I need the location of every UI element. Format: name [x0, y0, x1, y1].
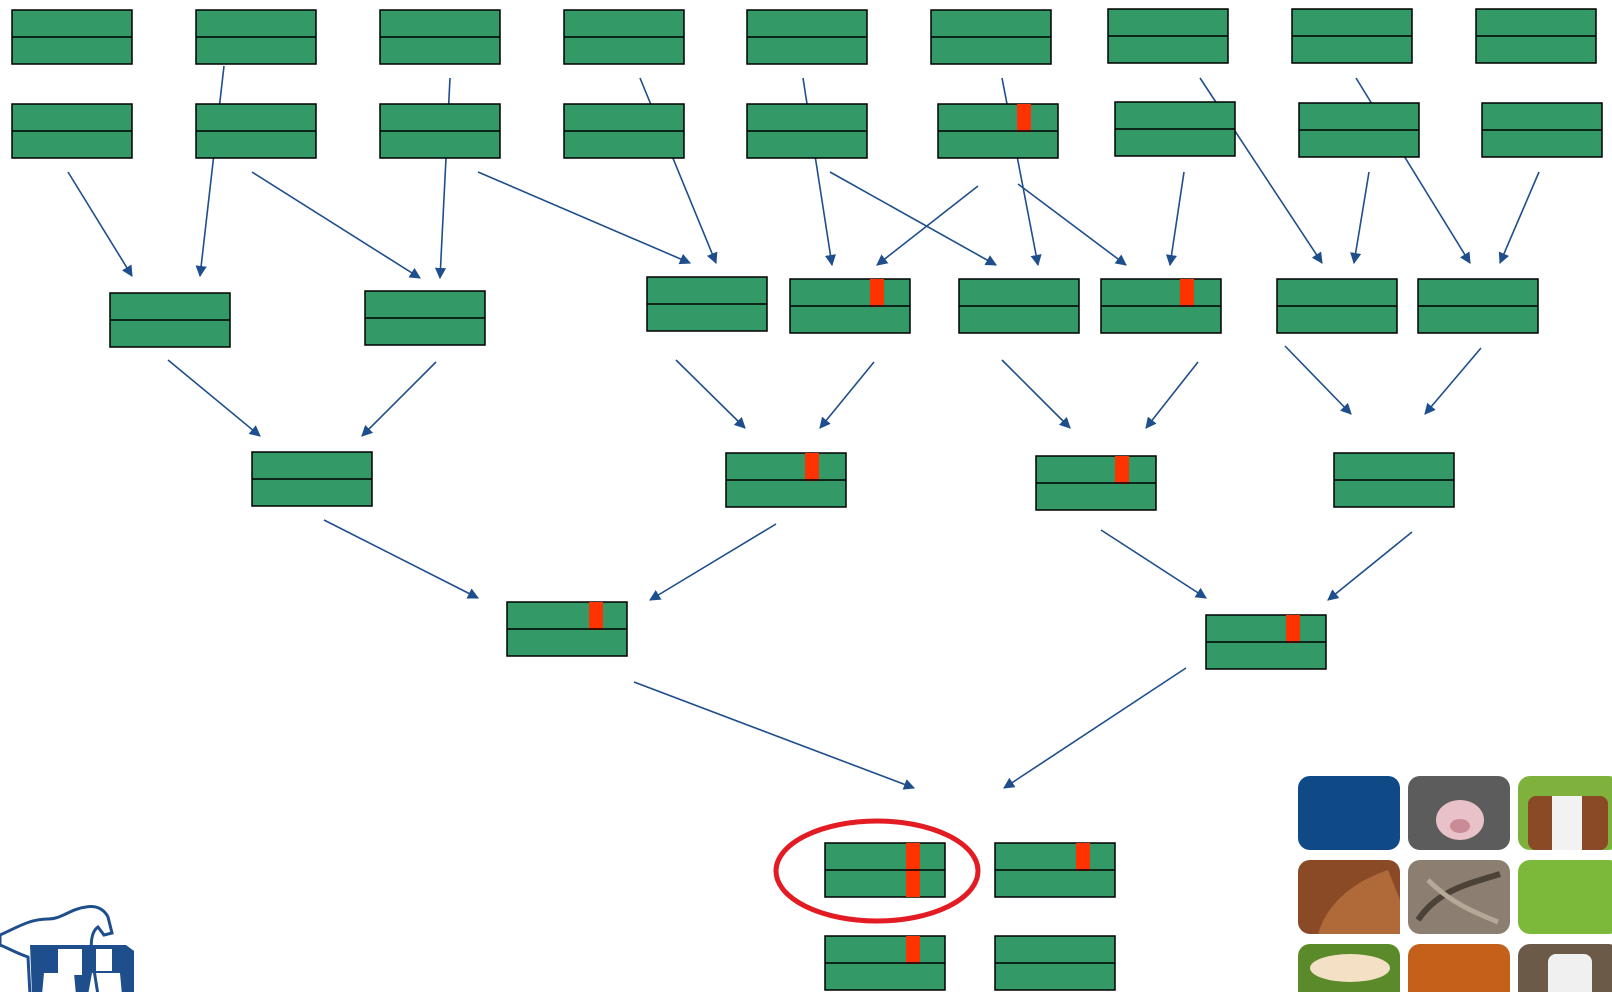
inheritance-arrow: [1498, 171, 1540, 265]
chromosome-pair: [1475, 8, 1597, 64]
chromosome-pair: [1333, 452, 1455, 508]
inheritance-arrow: [1327, 531, 1413, 601]
animal-photo-grid: [1298, 776, 1612, 992]
mutation-marker: [870, 279, 884, 307]
inheritance-arrow: [633, 681, 916, 790]
inheritance-arrow: [1350, 171, 1370, 265]
chromosome-pair: [1417, 278, 1539, 334]
chromosome-pair: [746, 9, 868, 65]
mutation-marker: [1180, 279, 1194, 307]
inheritance-arrow: [649, 523, 777, 601]
inheritance-arrow: [361, 361, 437, 437]
inheritance-arrow: [819, 361, 875, 429]
mutation-marker: [1115, 456, 1129, 484]
mutation-marker: [805, 453, 819, 481]
inheritance-arrow: [829, 171, 997, 266]
mutation-marker: [589, 602, 603, 630]
chromosome-pair: [958, 278, 1080, 334]
chromosome-pair: [195, 9, 317, 65]
chromosome-pair: [824, 842, 946, 898]
mutation-marker: [1017, 104, 1031, 132]
chromosome-pair: [251, 451, 373, 507]
chromosome-pair: [506, 601, 628, 657]
chromosome-pair: [789, 278, 911, 334]
mutation-marker: [1076, 843, 1090, 871]
inheritance-arrow: [1017, 183, 1127, 266]
inheritance-arrow: [477, 171, 692, 265]
inheritance-arrow: [323, 519, 479, 599]
chromosome-pair: [563, 9, 685, 65]
chromosome-pair: [937, 103, 1059, 159]
inheritance-arrow: [67, 171, 133, 277]
horse-cow-logo: [0, 905, 134, 992]
chromosome-pair: [725, 452, 847, 508]
inheritance-arrow: [167, 359, 261, 437]
mutation-marker: [906, 936, 920, 964]
chromosome-pair: [1035, 455, 1157, 511]
chromosome-pair: [1107, 8, 1229, 64]
chromosome-pair: [1276, 278, 1398, 334]
chromosome-pair: [994, 842, 1116, 898]
mutation-marker: [1286, 615, 1300, 643]
chromosome-pair: [563, 103, 685, 159]
chromosome-pair: [1205, 614, 1327, 670]
chromosome-pair: [994, 935, 1116, 991]
inheritance-arrow: [1003, 667, 1187, 789]
chromosome-pairs: [11, 8, 1603, 991]
chromosome-pair: [930, 9, 1052, 65]
inheritance-arrows: [67, 65, 1540, 790]
chromosome-pair: [1114, 101, 1236, 157]
inheritance-arrow: [195, 65, 225, 278]
chromosome-pair: [364, 290, 486, 346]
chromosome-pair: [1291, 8, 1413, 64]
chromosome-pair: [824, 935, 946, 991]
chromosome-pair: [109, 292, 231, 348]
chromosome-pair: [379, 9, 501, 65]
highlight-ring: [773, 818, 981, 924]
chromosome-pair: [1100, 278, 1222, 334]
chromosome-pair: [1481, 102, 1603, 158]
inheritance-arrow: [1100, 529, 1207, 599]
chromosome-pair: [379, 103, 501, 159]
inheritance-arrow: [1145, 361, 1199, 429]
inheritance-arrow: [251, 171, 421, 279]
chromosome-pair: [195, 103, 317, 159]
chromosome-pair: [746, 103, 868, 159]
chromosome-pair: [11, 103, 133, 159]
inheritance-arrow: [1001, 359, 1071, 429]
chromosome-pair: [11, 9, 133, 65]
inheritance-arrow: [675, 359, 746, 429]
chromosome-pair: [1298, 102, 1420, 158]
inheritance-arrow: [1424, 347, 1482, 415]
inheritance-arrow: [1165, 171, 1185, 267]
inheritance-arrow: [876, 185, 979, 266]
inheritance-arrow: [1284, 345, 1352, 415]
chromosome-pair: [646, 276, 768, 332]
